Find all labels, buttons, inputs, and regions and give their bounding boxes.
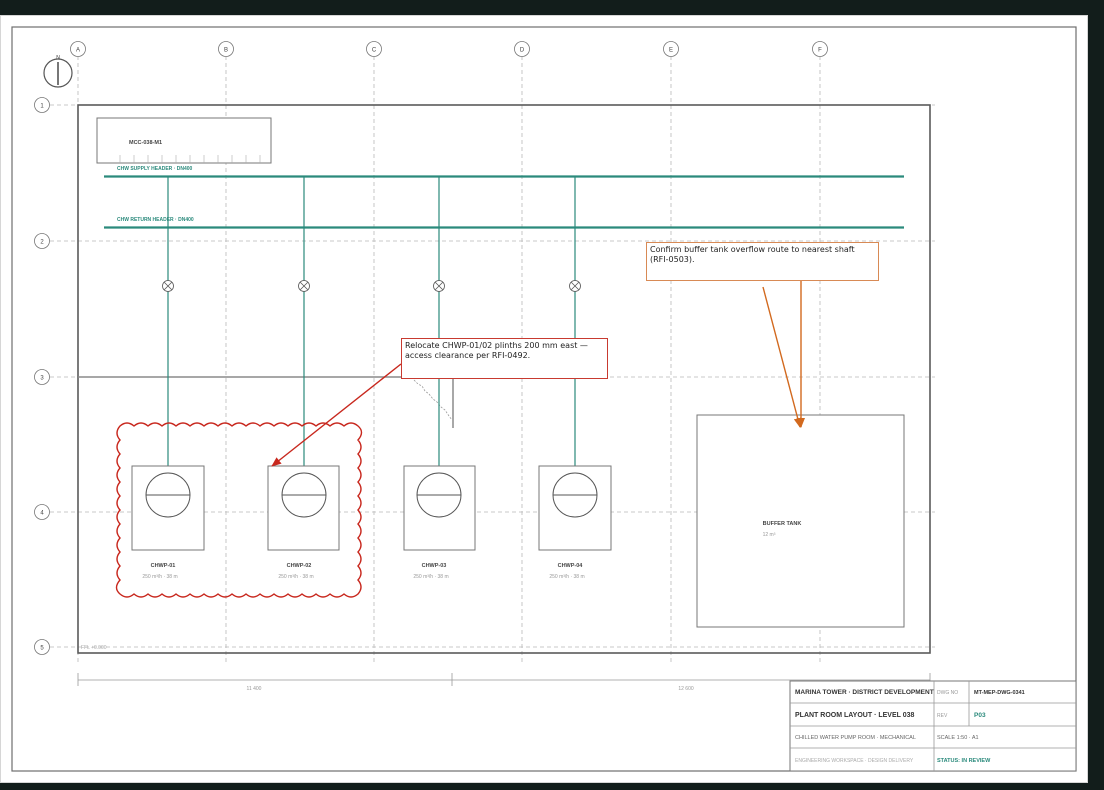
svg-text:1: 1 <box>40 104 44 110</box>
tank-label: BUFFER TANK <box>763 521 802 527</box>
valve-icon <box>298 280 310 292</box>
pump-spec: 250 m³/h · 38 m <box>413 574 448 580</box>
pump-chwp-02: CHWP-02 250 m³/h · 38 m <box>267 465 340 580</box>
drawing-title: PLANT ROOM LAYOUT · LEVEL 038 <box>795 712 915 719</box>
grid-column-bubble-f: F <box>812 41 828 57</box>
dwg-no-label: DWG NO <box>937 690 958 696</box>
plant-room-walls <box>77 104 931 654</box>
drawing-number: MT-MEP-DWG-0341 <box>974 690 1025 696</box>
pump-tag: CHWP-02 <box>287 563 312 569</box>
pump-spec: 250 m³/h · 38 m <box>142 574 177 580</box>
pump-tag: CHWP-01 <box>151 563 176 569</box>
drawing-subtitle: CHILLED WATER PUMP ROOM · MECHANICAL <box>795 735 916 741</box>
revision-cloud <box>115 422 363 598</box>
svg-text:F: F <box>818 48 822 54</box>
svg-text:B: B <box>224 48 228 54</box>
dimension-label: 12 600 <box>678 686 694 692</box>
pump-tag: CHWP-04 <box>558 563 584 569</box>
grid-column-bubble-d: D <box>514 41 530 57</box>
chw-return-header: CHW RETURN HEADER · DN400 <box>104 217 904 229</box>
callout-text: Relocate CHWP-01/02 plinths 200 mm east … <box>405 341 588 360</box>
dimension-label: 11 400 <box>247 686 262 692</box>
pump-chwp-04: CHWP-04 250 m³/h · 38 m <box>538 465 612 580</box>
grid-column-bubble-b: B <box>218 41 234 57</box>
title-block: MARINA TOWER · DISTRICT DEVELOPMENT DWG … <box>789 680 1077 772</box>
pump-drop-pipes <box>167 177 576 466</box>
supply-header-label: CHW SUPPLY HEADER · DN400 <box>117 166 193 172</box>
drawing-scale: SCALE 1:50 · A1 <box>937 735 979 741</box>
tank-volume: 12 m³ <box>763 532 776 538</box>
workspace-label: ENGINEERING WORKSPACE · DESIGN DELIVERY <box>795 758 914 764</box>
revision: P03 <box>974 712 986 719</box>
return-header-label: CHW RETURN HEADER · DN400 <box>117 217 194 223</box>
markup-arrow-orange <box>762 286 802 428</box>
grid-column-bubble-e: E <box>663 41 679 57</box>
svg-text:E: E <box>669 48 673 54</box>
north-arrow-icon: N <box>43 55 73 88</box>
grid-column-bubble-c: C <box>366 41 382 57</box>
grid-row-bubble-4: 4 <box>34 504 50 520</box>
grid-row-bubble-5: 5 <box>34 639 50 655</box>
mcc-panel: MCC-038-M1 <box>96 117 272 164</box>
buffer-tank: BUFFER TANK 12 m³ <box>696 414 905 628</box>
pump-spec: 250 m³/h · 38 m <box>278 574 313 580</box>
pump-spec: 250 m³/h · 38 m <box>549 574 584 580</box>
svg-text:D: D <box>520 48 525 54</box>
plant-room-drawing: A B C D E F 1 2 3 4 5 <box>0 15 1088 783</box>
markup-arrow-red <box>271 363 402 467</box>
chw-supply-header: CHW SUPPLY HEADER · DN400 <box>104 166 904 178</box>
door-swing <box>413 379 453 421</box>
drawing-sheet: A B C D E F 1 2 3 4 5 <box>0 15 1088 783</box>
svg-text:2: 2 <box>40 240 44 246</box>
grid-row-bubble-2: 2 <box>34 233 50 249</box>
grid-column-bubble-a: A <box>70 41 86 57</box>
markup-callout-red[interactable]: Relocate CHWP-01/02 plinths 200 mm east … <box>401 338 608 379</box>
callout-text: Confirm buffer tank overflow route to ne… <box>650 245 855 264</box>
svg-text:4: 4 <box>40 511 44 517</box>
mcc-label: MCC-038-M1 <box>129 140 162 146</box>
svg-text:5: 5 <box>40 646 44 652</box>
svg-text:C: C <box>372 48 377 54</box>
pump-tag: CHWP-03 <box>422 563 447 569</box>
valve-icon <box>433 280 445 292</box>
status-label: STATUS: IN REVIEW <box>937 758 991 764</box>
pump-chwp-03: CHWP-03 250 m³/h · 38 m <box>403 465 476 580</box>
svg-text:N: N <box>56 55 60 61</box>
rev-label: REV <box>937 713 948 719</box>
valve-icon <box>162 280 174 292</box>
project-name: MARINA TOWER · DISTRICT DEVELOPMENT <box>795 689 934 696</box>
valve-icon <box>569 280 581 292</box>
floor-level-label: FFL +0.000 <box>81 645 107 651</box>
svg-text:A: A <box>76 48 80 54</box>
pump-chwp-01: CHWP-01 250 m³/h · 38 m <box>131 465 205 580</box>
drawing-border <box>11 26 1077 772</box>
grid-row-bubble-3: 3 <box>34 369 50 385</box>
markup-callout-orange[interactable]: Confirm buffer tank overflow route to ne… <box>646 242 879 281</box>
svg-text:3: 3 <box>40 376 44 382</box>
grid-row-bubble-1: 1 <box>34 97 50 113</box>
